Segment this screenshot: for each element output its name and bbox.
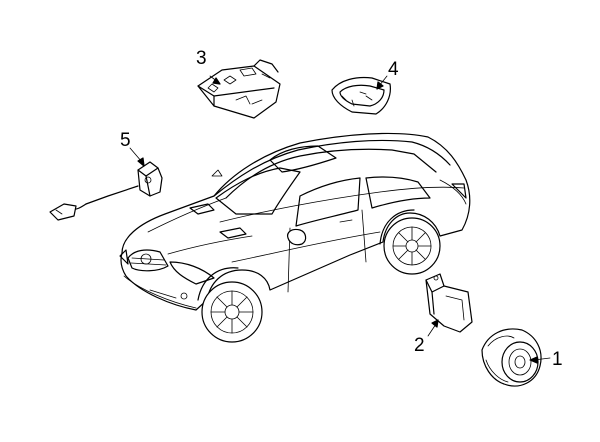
callout-3: 3 [196, 48, 207, 69]
leader-arrow-5 [137, 157, 145, 167]
part-1-alarm-siren [481, 328, 542, 387]
vehicle-illustration [119, 132, 471, 343]
part-3-control-module [197, 59, 281, 119]
leader-arrow-1 [529, 356, 538, 364]
leader-2 [427, 323, 437, 337]
callout-4: 4 [388, 59, 399, 80]
part-5-sensor-harness [49, 161, 163, 221]
part-2-mounting-bracket [425, 273, 473, 333]
callout-5: 5 [120, 130, 131, 151]
part-4-sensor-cover [331, 76, 391, 115]
leader-arrow-4 [376, 81, 384, 90]
leader-arrow-2 [431, 319, 439, 328]
leader-arrow-3 [212, 77, 221, 85]
callout-2: 2 [414, 335, 425, 356]
callout-1: 1 [552, 349, 563, 370]
